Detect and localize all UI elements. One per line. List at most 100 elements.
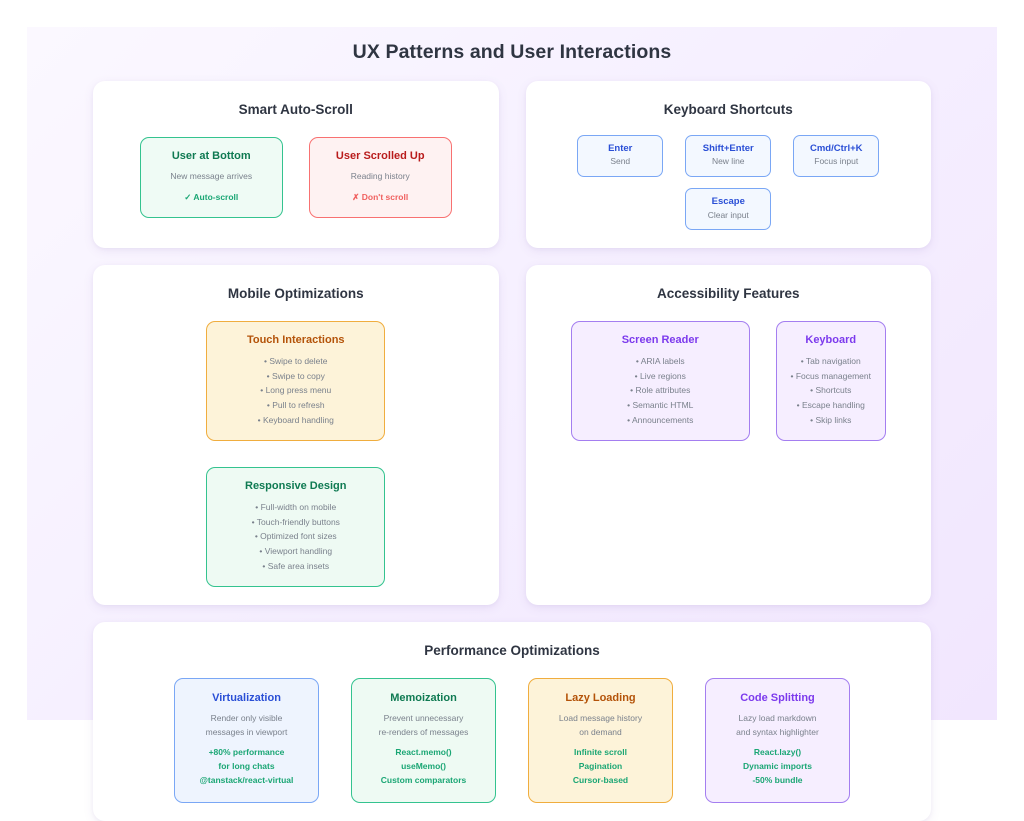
- panel-user-at-bottom: User at Bottom New message arrives ✓ Aut…: [139, 136, 283, 218]
- keyboard-chips-row-2: Escape Clear input: [542, 188, 916, 231]
- panel-accent-line: @tanstack/react-virtual: [199, 774, 294, 785]
- panel-accent-line: for long chats: [218, 761, 275, 772]
- list-touch-interactions: • Swipe to delete • Swipe to copy • Long…: [217, 354, 374, 427]
- card-mobile-optimizations: Mobile Optimizations Touch Interactions …: [93, 265, 499, 605]
- panel-lazy-loading: Lazy Loading Load message history on dem…: [528, 677, 673, 803]
- panel-title-user-scrolled-up: User Scrolled Up: [335, 149, 425, 162]
- panel-accent-auto-scroll: ✓ Auto-scroll: [184, 192, 239, 202]
- list-item: • Escape handling: [796, 400, 865, 411]
- list-screen-reader: • ARIA labels • Live regions • Role attr…: [582, 354, 739, 427]
- panel-title-lazy-loading: Lazy Loading: [565, 691, 636, 704]
- card-accessibility-features: Accessibility Features Screen Reader • A…: [525, 265, 931, 605]
- panel-accent-line: -50% bundle: [752, 774, 803, 785]
- list-item: • Full-width on mobile: [255, 502, 337, 513]
- key-name-cmd-ctrl-k: Cmd/Ctrl+K: [809, 142, 863, 154]
- panel-accent-line: Dynamic imports: [743, 761, 812, 772]
- card-title-accessibility-features: Accessibility Features: [656, 286, 800, 302]
- performance-panels: Virtualization Render only visible messa…: [109, 677, 915, 803]
- panel-sub-code-splitting: Lazy load markdown and syntax highlighte…: [714, 712, 841, 740]
- panel-title-screen-reader: Screen Reader: [621, 333, 699, 346]
- card-smart-auto-scroll: Smart Auto-Scroll User at Bottom New mes…: [93, 81, 499, 249]
- panel-title-responsive-design: Responsive Design: [245, 479, 347, 492]
- panel-accent-line: +80% performance: [208, 747, 285, 758]
- card-title-smart-auto-scroll: Smart Auto-Scroll: [238, 102, 353, 118]
- keyboard-chips-row-1: Enter Send Shift+Enter New line Cmd/Ctrl…: [542, 134, 916, 178]
- panel-sub-virtualization: Render only visible messages in viewport: [183, 712, 310, 740]
- key-desc-cmd-ctrl-k: Focus input: [814, 156, 859, 167]
- panel-accent-line: React.lazy(): [753, 747, 802, 758]
- key-chip-enter[interactable]: Enter Send: [577, 134, 664, 178]
- keyboard-chips: Enter Send Shift+Enter New line Cmd/Ctrl…: [542, 134, 916, 231]
- list-item: • Shortcuts: [810, 385, 852, 396]
- card-performance-optimizations: Performance Optimizations Virtualization…: [93, 621, 931, 821]
- panel-accent-line: Infinite scroll: [574, 747, 627, 758]
- panel-touch-interactions: Touch Interactions • Swipe to delete • S…: [206, 320, 386, 441]
- panel-sub-line: Render only visible: [210, 712, 283, 723]
- list-item: • Swipe to copy: [266, 370, 325, 381]
- panel-sub-line: messages in viewport: [205, 726, 288, 737]
- list-item: • Tab navigation: [800, 356, 861, 367]
- panel-title-keyboard: Keyboard: [805, 333, 857, 346]
- key-name-escape: Escape: [711, 196, 745, 208]
- panel-title-virtualization: Virtualization: [212, 691, 281, 704]
- accessibility-panels: Screen Reader • ARIA labels • Live regio…: [542, 320, 916, 441]
- panel-accent-code-splitting: React.lazy() Dynamic imports -50% bundle: [714, 746, 841, 787]
- list-item: • Semantic HTML: [627, 400, 694, 411]
- key-chip-cmd-ctrl-k[interactable]: Cmd/Ctrl+K Focus input: [793, 134, 880, 178]
- list-item: • Viewport handling: [259, 546, 333, 557]
- infographic-panel: UX Patterns and User Interactions Smart …: [27, 27, 997, 821]
- panel-sub-lazy-loading: Load message history on demand: [537, 712, 664, 740]
- panel-accent-line: React.memo(): [395, 747, 452, 758]
- key-chip-escape[interactable]: Escape Clear input: [685, 188, 772, 231]
- row-two: Mobile Optimizations Touch Interactions …: [93, 265, 931, 605]
- panel-code-splitting: Code Splitting Lazy load markdown and sy…: [705, 677, 850, 803]
- panel-accent-line: Cursor-based: [572, 774, 629, 785]
- panel-sub-line: Load message history: [558, 712, 643, 723]
- panel-user-scrolled-up: User Scrolled Up Reading history ✗ Don't…: [308, 136, 452, 218]
- card-title-keyboard-shortcuts: Keyboard Shortcuts: [663, 102, 793, 118]
- card-title-mobile-optimizations: Mobile Optimizations: [227, 286, 364, 302]
- page-title: UX Patterns and User Interactions: [352, 41, 672, 63]
- list-item: • ARIA labels: [635, 356, 685, 367]
- list-item: • Live regions: [634, 370, 686, 381]
- card-keyboard-shortcuts: Keyboard Shortcuts Enter Send Shift+Ente…: [525, 81, 931, 249]
- panel-sub-memoization: Prevent unnecessary re-renders of messag…: [360, 712, 487, 740]
- panel-accent-dont-scroll: ✗ Don't scroll: [352, 192, 409, 202]
- panel-accent-line: useMemo(): [401, 761, 446, 772]
- panel-memoization: Memoization Prevent unnecessary re-rende…: [351, 677, 496, 803]
- key-name-enter: Enter: [608, 142, 633, 154]
- key-desc-shift-enter: New line: [711, 156, 745, 167]
- panel-accent-lazy-loading: Infinite scroll Pagination Cursor-based: [537, 746, 664, 787]
- panel-responsive-design: Responsive Design • Full-width on mobile…: [206, 466, 386, 587]
- panel-title-touch-interactions: Touch Interactions: [246, 333, 345, 346]
- mobile-panels: Touch Interactions • Swipe to delete • S…: [109, 320, 483, 587]
- panel-sub-line: Prevent unnecessary: [383, 712, 464, 723]
- list-item: • Role attributes: [630, 385, 691, 396]
- panel-sub-line: on demand: [579, 726, 622, 737]
- list-item: • Keyboard handling: [257, 414, 334, 425]
- card-title-performance-optimizations: Performance Optimizations: [424, 642, 600, 658]
- panel-keyboard: Keyboard • Tab navigation • Focus manage…: [775, 320, 886, 441]
- panel-title-code-splitting: Code Splitting: [740, 691, 815, 704]
- list-item: • Optimized font sizes: [254, 531, 337, 542]
- list-item: • Safe area insets: [262, 560, 330, 571]
- panel-sub-line: and syntax highlighter: [736, 726, 819, 737]
- row-three: Performance Optimizations Virtualization…: [93, 621, 931, 821]
- panel-accent-virtualization: +80% performance for long chats @tanstac…: [183, 746, 310, 787]
- panel-accent-line: Custom comparators: [380, 774, 467, 785]
- row-one: Smart Auto-Scroll User at Bottom New mes…: [93, 81, 931, 249]
- list-item: • Announcements: [627, 414, 694, 425]
- key-desc-escape: Clear input: [707, 209, 749, 220]
- panel-title-memoization: Memoization: [390, 691, 457, 704]
- key-chip-shift-enter[interactable]: Shift+Enter New line: [685, 134, 772, 178]
- panel-accent-memoization: React.memo() useMemo() Custom comparator…: [360, 746, 487, 787]
- list-item: • Focus management: [790, 370, 871, 381]
- key-name-shift-enter: Shift+Enter: [702, 142, 754, 154]
- list-item: • Pull to refresh: [266, 400, 325, 411]
- panel-screen-reader: Screen Reader • ARIA labels • Live regio…: [570, 320, 750, 441]
- auto-scroll-panels: User at Bottom New message arrives ✓ Aut…: [109, 136, 483, 218]
- panel-accent-line: Pagination: [578, 761, 623, 772]
- list-item: • Long press menu: [260, 385, 332, 396]
- panel-title-user-at-bottom: User at Bottom: [171, 149, 251, 162]
- list-item: • Swipe to delete: [264, 356, 328, 367]
